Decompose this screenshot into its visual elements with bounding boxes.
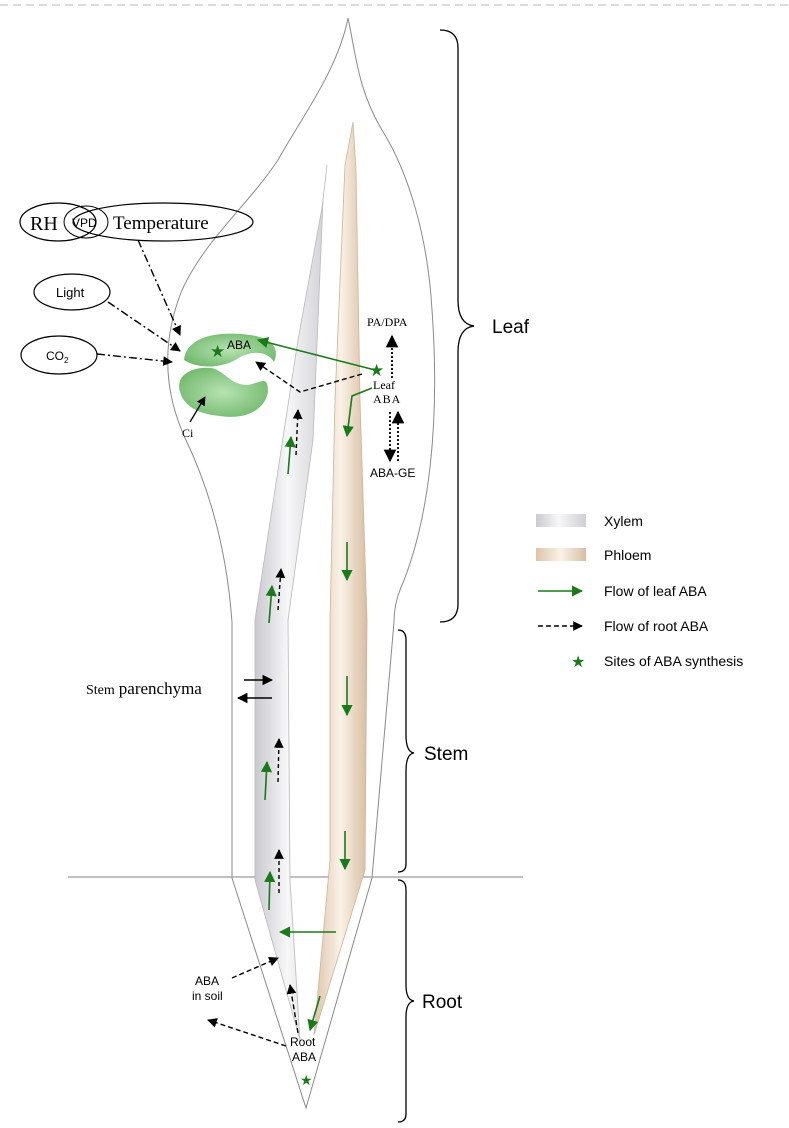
root-aba-line1: Root <box>290 1035 316 1049</box>
leaf-brace <box>439 29 475 623</box>
light-label: Light <box>56 285 85 300</box>
rh-oval <box>19 202 97 242</box>
legend-root-flow-label: Flow of root ABA <box>604 618 709 634</box>
co2-subscript: 2 <box>64 356 69 365</box>
xylem-leaf-aba-flow <box>264 870 276 911</box>
stem-organ-label: Stem <box>424 744 468 765</box>
root-organ-label: Root <box>422 992 463 1013</box>
co2-label: CO2 <box>46 349 69 365</box>
leaf-aba-to-stomata-arrow <box>256 337 376 371</box>
rh-label: RH <box>30 213 58 235</box>
legend-xylem-label: Xylem <box>604 513 643 529</box>
light-arrow <box>107 301 181 352</box>
guard-cell-upper <box>184 333 276 367</box>
xylem-leaf-aba-flow <box>260 760 273 801</box>
ci-label: Ci <box>182 426 194 440</box>
temperature-oval <box>72 202 254 242</box>
legend: Xylem Phloem Flow of leaf ABA Flow of ro… <box>536 513 743 671</box>
legend-phloem-swatch <box>536 548 586 561</box>
parenchyma-word: parenchyma <box>119 679 203 698</box>
leaf-aba-to-phloem-arrow <box>342 387 373 438</box>
root-aba-to-stomata-arrow <box>255 361 363 393</box>
phloem-flows <box>278 542 353 1032</box>
soil-to-xylem-arrow <box>231 957 279 979</box>
light-oval <box>33 273 111 311</box>
stem-parenchyma-label: Stem parenchyma <box>86 679 202 698</box>
xylem-leaf-aba-flow <box>284 435 296 475</box>
root-to-soil-arrow <box>207 1018 287 1047</box>
vpd-oval <box>63 205 109 239</box>
legend-synthesis-label: Sites of ABA synthesis <box>604 653 743 669</box>
legend-leaf-flow-label: Flow of leaf ABA <box>604 583 707 599</box>
synthesis-star-root: ★ <box>300 1072 313 1088</box>
pa-dpa-label: PA/DPA <box>367 315 408 329</box>
leaf-organ-label: Leaf <box>492 317 530 338</box>
xylem-flows <box>260 409 303 911</box>
xylem-vessel <box>254 164 328 1041</box>
root-to-xylem-arrow <box>286 984 299 1034</box>
guard-cell-lower <box>179 367 268 417</box>
xylem-root-aba-flow <box>273 738 284 783</box>
leaf-outline <box>167 17 436 623</box>
leaf-aba-label-line2: ABA <box>373 392 401 406</box>
legend-phloem-label: Phloem <box>604 547 651 563</box>
root-aba-line2: ABA <box>292 1050 316 1064</box>
ci-arrow <box>189 396 206 423</box>
aba-in-soil-line2: in soil <box>192 989 223 1003</box>
stem-outline <box>231 621 395 1110</box>
stem-word: Stem <box>86 683 115 698</box>
temperature-arrow <box>137 239 181 336</box>
vpd-label: VPD <box>72 216 97 230</box>
stomata-aba-label: ABA <box>227 338 251 352</box>
synthesis-star-leaf: ★ <box>369 361 384 380</box>
leaf-aba-label-line1: Leaf <box>373 378 395 392</box>
co2-base: CO <box>46 349 64 363</box>
co2-arrow <box>96 353 173 366</box>
synthesis-star-stomata: ★ <box>210 342 225 361</box>
legend-xylem-swatch <box>536 514 586 527</box>
phloem-to-root-flow <box>307 995 321 1032</box>
co2-oval <box>20 335 98 375</box>
temperature-label: Temperature <box>113 213 209 234</box>
xylem-root-aba-flow <box>292 409 303 456</box>
xylem-leaf-aba-flow <box>265 584 277 624</box>
stem-brace <box>397 629 415 873</box>
root-brace <box>397 879 415 1123</box>
aba-in-soil-line1: ABA <box>195 974 219 988</box>
phloem-vessel <box>313 121 368 1036</box>
legend-synthesis-star: ★ <box>571 654 585 671</box>
aba-ge-label: ABA-GE <box>370 466 415 480</box>
